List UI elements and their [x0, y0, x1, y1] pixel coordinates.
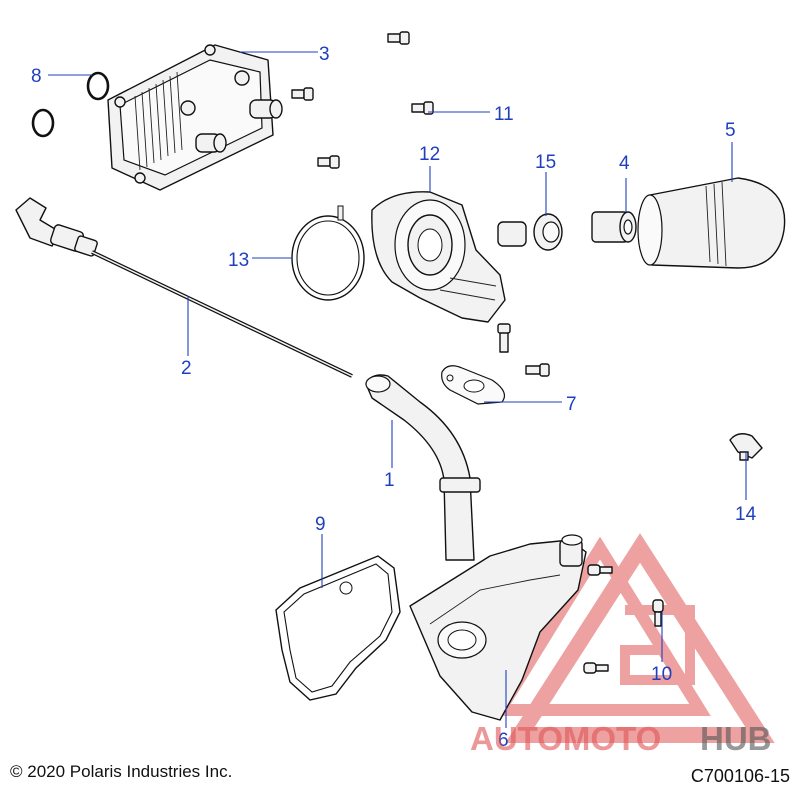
threaded-nipple	[591, 211, 637, 243]
o-rings	[31, 71, 110, 138]
watermark-brand-2: HUB	[700, 720, 772, 757]
callout-11: 11	[494, 104, 514, 125]
callout-14: 14	[735, 504, 757, 525]
oil-cooler	[107, 44, 283, 191]
small-bolts	[291, 31, 664, 674]
watermark-brand-1: AUTOMOTO	[470, 720, 661, 757]
callout-5: 5	[725, 120, 736, 141]
watermark-text: AUTOMOTO HUB	[470, 720, 772, 757]
adapter-bolt	[497, 213, 563, 251]
callout-4: 4	[619, 153, 630, 174]
gasket-ring	[291, 205, 365, 301]
watermark-logo	[489, 533, 775, 743]
flange-gasket	[441, 365, 505, 405]
callout-15: 15	[535, 152, 556, 173]
callout-6: 6	[498, 730, 509, 751]
figure-id: C700106-15	[690, 766, 790, 786]
pan-gasket	[275, 555, 401, 701]
dipstick	[15, 197, 353, 378]
callout-numbers: 1 2 3 4 5 6 7 8 9 10 11 12 13 14 15	[31, 44, 757, 751]
oil-filter	[637, 177, 786, 269]
plug-cap	[729, 433, 763, 461]
callout-3: 3	[319, 44, 330, 65]
callout-2: 2	[181, 358, 192, 379]
filter-adapter	[371, 191, 506, 323]
callout-1: 1	[384, 470, 395, 491]
callout-7: 7	[566, 394, 577, 415]
pickup-housing	[409, 534, 587, 721]
callout-8: 8	[31, 66, 42, 87]
pickup-tube	[365, 374, 481, 561]
callout-9: 9	[315, 514, 326, 535]
callout-10: 10	[651, 664, 672, 685]
copyright-notice: © 2020 Polaris Industries Inc.	[10, 762, 233, 781]
callout-13: 13	[228, 250, 249, 271]
leader-lines	[48, 51, 747, 728]
callout-12: 12	[419, 144, 440, 165]
